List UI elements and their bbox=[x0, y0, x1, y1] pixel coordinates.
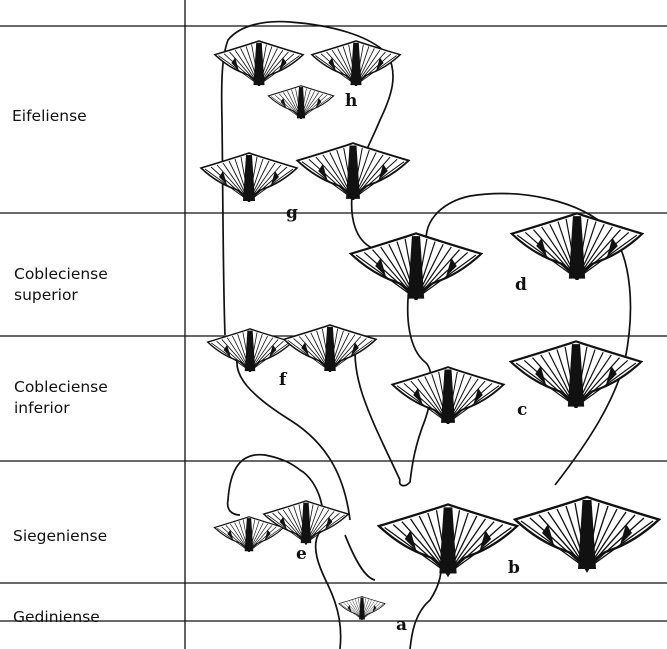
fossil-shell-icon bbox=[284, 325, 376, 372]
specimen-label-d: d bbox=[515, 275, 527, 295]
specimens bbox=[201, 41, 659, 620]
stage-label-cobleciense-inferior: Cobleciense inferior bbox=[14, 377, 108, 419]
fossil-shell-icon bbox=[201, 153, 297, 202]
fossil-shell-icon bbox=[392, 367, 503, 424]
fossil-shell-icon bbox=[515, 497, 659, 571]
specimen-label-c: c bbox=[517, 400, 527, 420]
specimen-label-b: b bbox=[508, 558, 520, 578]
fossil-shell-icon bbox=[312, 41, 400, 86]
specimen-label-f: f bbox=[279, 370, 288, 390]
lineage-curve bbox=[237, 355, 350, 520]
stage-label-gediniense: Gediniense bbox=[13, 607, 100, 628]
lineage-curve bbox=[345, 535, 375, 580]
fossil-shell-icon bbox=[215, 41, 303, 86]
lineage-curve bbox=[355, 340, 400, 480]
specimen-label-e: e bbox=[296, 544, 307, 564]
fossil-shell-icon bbox=[264, 501, 348, 544]
fossil-shell-icon bbox=[512, 213, 643, 280]
stage-label-cobleciense-superior: Cobleciense superior bbox=[14, 264, 108, 306]
fossil-shell-icon bbox=[339, 596, 385, 620]
stage-label-siegeniense: Siegeniense bbox=[13, 526, 107, 547]
fossil-shell-icon bbox=[268, 86, 333, 119]
specimen-label-g: g bbox=[286, 203, 298, 223]
fossil-shell-icon bbox=[351, 233, 482, 300]
lineage-curve bbox=[410, 560, 441, 649]
lineage-curve bbox=[228, 455, 341, 649]
stage-label-eifeliense: Eifeliense bbox=[12, 106, 87, 127]
fossil-shell-icon bbox=[208, 329, 292, 372]
fossil-shell-icon bbox=[297, 143, 408, 200]
fossil-shell-icon bbox=[379, 504, 517, 575]
specimen-label-h: h bbox=[345, 91, 357, 111]
specimen-label-a: a bbox=[396, 615, 407, 635]
fossil-shell-icon bbox=[511, 341, 642, 408]
